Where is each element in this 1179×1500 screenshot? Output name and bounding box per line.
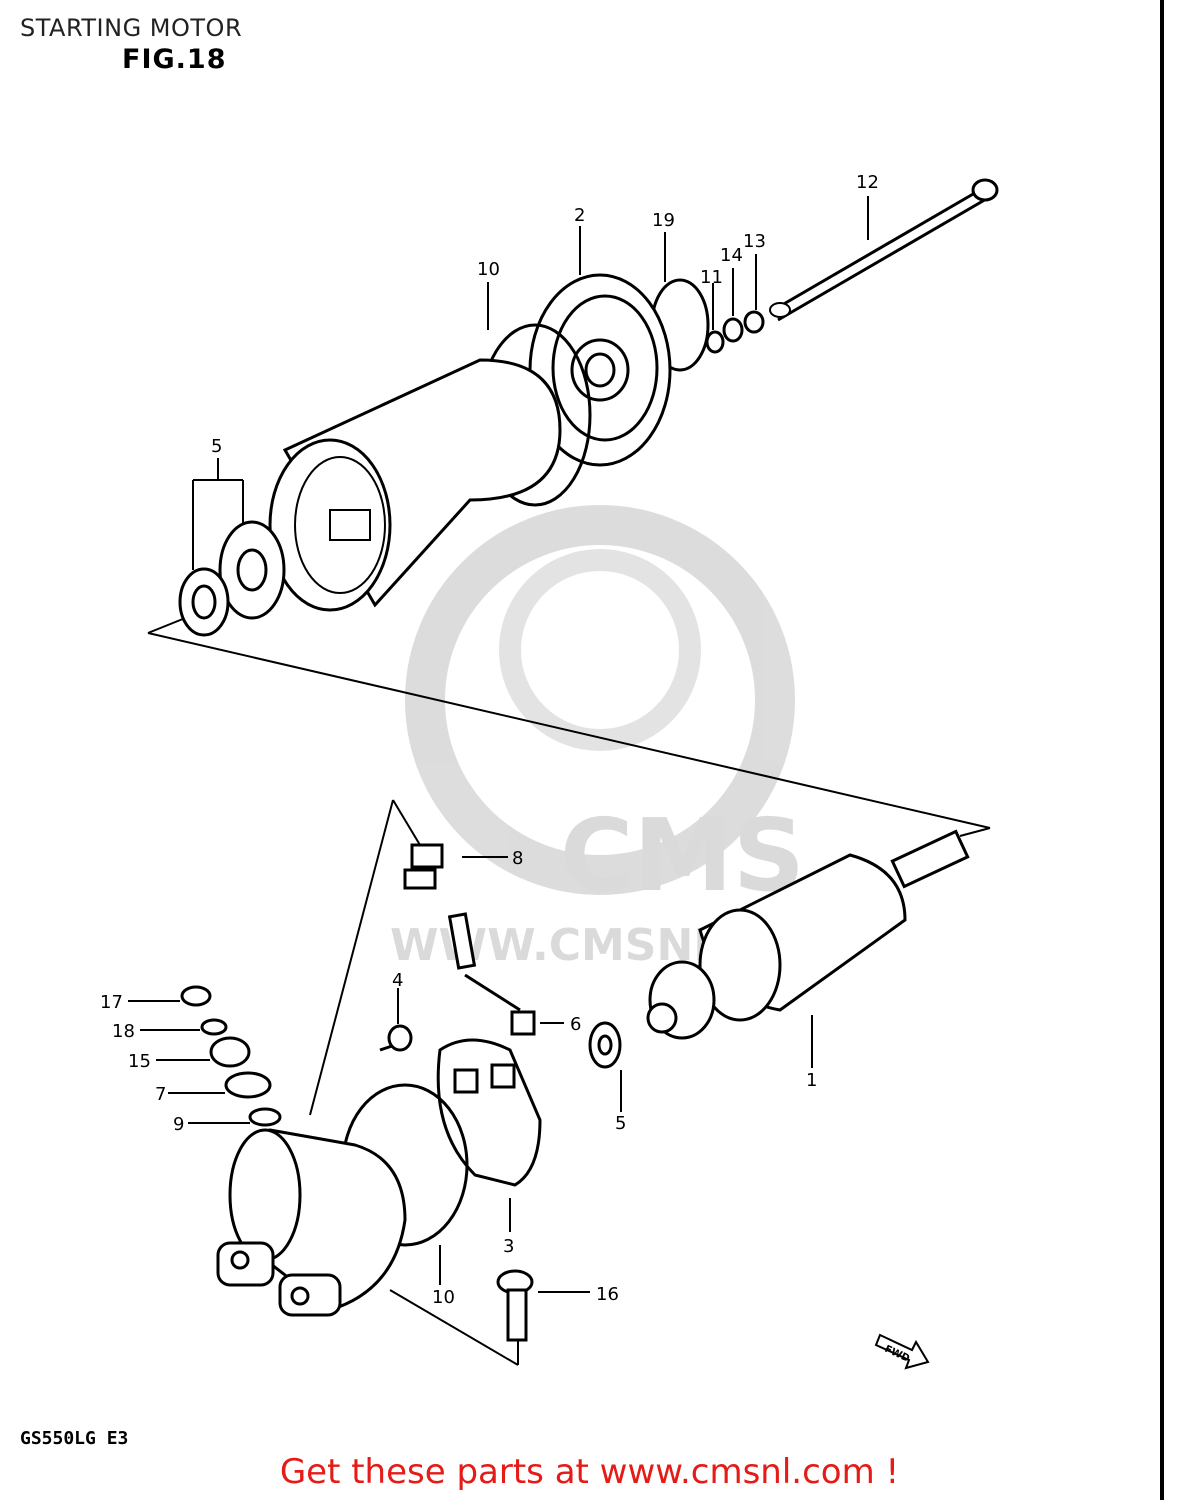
callout-5-lower: 5 (615, 1113, 626, 1134)
terminal-hardware (180, 985, 282, 1127)
watermark-brand: CMS (560, 797, 805, 914)
forward-arrow-icon: FWD (874, 1333, 930, 1370)
callout-numbers: 12 2 19 10 13 14 11 5 8 4 6 17 18 15 7 9… (100, 172, 879, 1308)
model-code: GS550LG E3 (20, 1428, 129, 1449)
through-bolt (769, 178, 999, 322)
yoke-housing (268, 358, 562, 612)
page-title: STARTING MOTOR (20, 14, 243, 42)
callout-9: 9 (173, 1114, 184, 1135)
leader-lines (128, 196, 869, 1293)
callout-8: 8 (512, 848, 523, 869)
callout-11: 11 (700, 267, 723, 288)
callout-15: 15 (128, 1051, 151, 1072)
armature (646, 829, 970, 1040)
callout-19: 19 (652, 210, 675, 231)
callout-10-lower: 10 (432, 1287, 455, 1308)
callout-7: 7 (155, 1084, 166, 1105)
right-border-line (1160, 0, 1164, 1500)
small-washers (705, 310, 765, 354)
watermark-url: WWW.CMSNL (390, 920, 721, 971)
end-cover (216, 1128, 407, 1317)
callout-1: 1 (806, 1070, 817, 1091)
terminal-8 (403, 843, 444, 890)
callout-2: 2 (574, 205, 585, 226)
figure-number: FIG.18 (122, 44, 227, 75)
washers-upper (178, 458, 286, 637)
brush-6 (447, 912, 536, 1036)
callout-10-upper: 10 (477, 259, 500, 280)
callout-14: 14 (720, 245, 743, 266)
callout-16: 16 (596, 1284, 619, 1305)
promo-link[interactable]: Get these parts at www.cmsnl.com ! (279, 1452, 900, 1492)
callout-12: 12 (856, 172, 879, 193)
callout-3: 3 (503, 1236, 514, 1257)
brush-holder (436, 1038, 542, 1187)
callout-13: 13 (743, 231, 766, 252)
callout-17: 17 (100, 992, 123, 1013)
cover-bolt (496, 1269, 534, 1342)
callout-18: 18 (112, 1021, 135, 1042)
washer-lower (588, 1021, 622, 1069)
cms-watermark: CMS WWW.CMSNL (390, 505, 805, 971)
callout-6: 6 (570, 1014, 581, 1035)
callout-5-upper: 5 (211, 436, 222, 457)
callout-4: 4 (392, 970, 403, 991)
end-housing (528, 273, 672, 467)
brush-spring (379, 1024, 413, 1052)
